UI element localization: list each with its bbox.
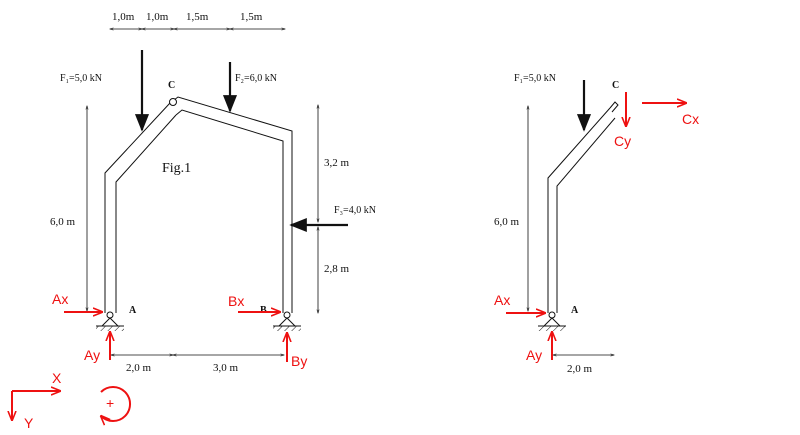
rp-node-A-label: A xyxy=(571,305,579,316)
rp-node-C-label: C xyxy=(612,80,619,91)
dim-bottom-1: 2,0 m xyxy=(126,362,152,374)
dim-top-1: 1,0m xyxy=(112,11,135,23)
node-C-label: C xyxy=(168,80,175,91)
free-body-structure xyxy=(547,101,619,313)
dim-top-3: 1,5m xyxy=(186,11,209,23)
reaction-Cy-label: Cy xyxy=(614,133,631,149)
dim-right-top: 3,2 m xyxy=(324,157,350,169)
node-B-label: B xyxy=(260,305,267,316)
support-A-right xyxy=(538,311,566,331)
reaction-Bx-label: Bx xyxy=(228,293,244,309)
support-A xyxy=(96,311,124,331)
moment-sign-arrow xyxy=(101,386,132,421)
dim-top-2: 1,0m xyxy=(146,11,169,23)
figure-label: Fig.1 xyxy=(162,161,191,176)
support-B xyxy=(273,311,301,331)
frame-structure xyxy=(104,96,293,313)
axes-legend: X Y + xyxy=(12,370,132,431)
reaction-Ax-label: Ax xyxy=(52,291,68,307)
dim-top-4: 1,5m xyxy=(240,11,263,23)
dim-height-left: 6,0 m xyxy=(50,216,76,228)
dim-bottom-2: 3,0 m xyxy=(213,362,239,374)
load-F2-label: F₂=6,0 kN xyxy=(235,73,277,84)
rp-dim-bottom: 2,0 m xyxy=(567,363,593,375)
reaction-Cx-label: Cx xyxy=(682,111,699,127)
rp-load-F1-label: F₁=5,0 kN xyxy=(514,73,556,84)
dim-right-bottom: 2,8 m xyxy=(324,263,350,275)
load-F1-label: F₁=5,0 kN xyxy=(60,73,102,84)
reaction-Ay-label: Ay xyxy=(84,347,100,363)
axis-y-label: Y xyxy=(24,415,34,431)
axis-x-label: X xyxy=(52,370,62,386)
rp-reaction-Ax-label: Ax xyxy=(494,292,510,308)
reaction-By-label: By xyxy=(291,353,307,369)
load-F3-label: F₃=4,0 kN xyxy=(334,205,376,216)
moment-sign-label: + xyxy=(106,395,114,411)
rp-reaction-Ay-label: Ay xyxy=(526,347,542,363)
node-A-label: A xyxy=(129,305,137,316)
rp-dim-height: 6,0 m xyxy=(494,216,520,228)
